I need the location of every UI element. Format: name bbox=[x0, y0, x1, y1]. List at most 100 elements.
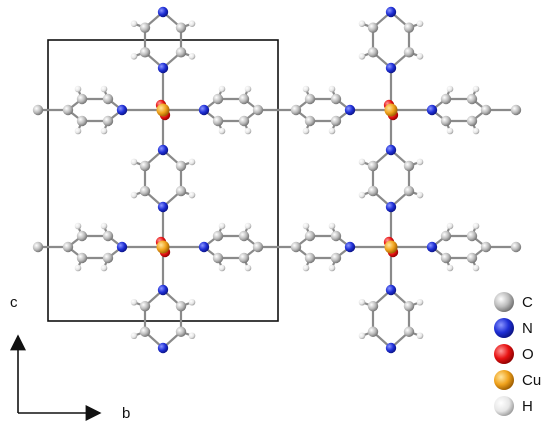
n-atom bbox=[385, 6, 397, 18]
legend-label-h: H bbox=[522, 398, 533, 415]
h-atom bbox=[328, 127, 336, 135]
h-atom bbox=[446, 264, 454, 272]
c-atom bbox=[403, 22, 415, 33]
h-atom bbox=[244, 127, 252, 135]
h-atom bbox=[416, 20, 424, 27]
legend-swatch-c bbox=[494, 292, 514, 312]
h-atom bbox=[74, 264, 82, 272]
c-atom bbox=[290, 241, 302, 253]
c-atom bbox=[175, 326, 187, 337]
h-atom bbox=[302, 85, 310, 93]
c-atom bbox=[440, 115, 452, 127]
c-atom bbox=[76, 230, 88, 242]
c-atom bbox=[139, 185, 151, 197]
h-atom bbox=[328, 85, 336, 93]
legend-label-c: C bbox=[522, 294, 533, 311]
c-atom bbox=[139, 301, 151, 312]
n-atom bbox=[157, 6, 169, 18]
h-atom bbox=[358, 332, 366, 340]
c-atom bbox=[76, 93, 88, 105]
c-atom bbox=[32, 241, 44, 253]
element-legend: C N O Cu H bbox=[494, 292, 541, 416]
n-atom bbox=[385, 201, 397, 213]
c-atom bbox=[403, 326, 415, 337]
h-atom bbox=[358, 158, 366, 166]
c-atom bbox=[252, 104, 264, 116]
c-atom bbox=[139, 22, 151, 33]
b-axis-label: b bbox=[122, 405, 130, 422]
c-atom bbox=[304, 115, 316, 127]
h-atom bbox=[244, 222, 252, 230]
h-atom bbox=[218, 127, 226, 135]
c-atom bbox=[102, 252, 114, 264]
h-atom bbox=[130, 20, 138, 27]
c-atom bbox=[466, 93, 478, 105]
cu-atom bbox=[384, 103, 398, 117]
n-atom bbox=[385, 284, 397, 296]
c-atom bbox=[252, 241, 264, 253]
h-atom bbox=[188, 332, 196, 340]
h-atom bbox=[472, 222, 480, 230]
h-atom bbox=[328, 222, 336, 230]
c-atom bbox=[403, 301, 415, 312]
c-atom bbox=[480, 241, 492, 253]
h-atom bbox=[130, 191, 138, 199]
c-atom bbox=[403, 47, 415, 58]
h-atom bbox=[244, 85, 252, 93]
legend-label-cu: Cu bbox=[522, 372, 541, 389]
c-atom bbox=[330, 252, 342, 264]
n-atom bbox=[198, 104, 210, 116]
c-atom bbox=[290, 104, 302, 116]
h-atom bbox=[358, 20, 366, 27]
h-atom bbox=[188, 53, 196, 60]
c-atom bbox=[403, 185, 415, 197]
h-atom bbox=[416, 332, 424, 340]
h-atom bbox=[302, 264, 310, 272]
h-atom bbox=[74, 127, 82, 135]
h-atom bbox=[472, 127, 480, 135]
h-atom bbox=[358, 191, 366, 199]
c-atom bbox=[212, 230, 224, 242]
h-atom bbox=[100, 264, 108, 272]
c-atom bbox=[440, 230, 452, 242]
c-atom bbox=[367, 185, 379, 197]
c-atom bbox=[212, 93, 224, 105]
h-atom bbox=[130, 158, 138, 166]
h-atom bbox=[74, 85, 82, 93]
c-atom bbox=[32, 104, 44, 116]
c-atom bbox=[330, 93, 342, 105]
h-atom bbox=[100, 85, 108, 93]
c-atom bbox=[175, 160, 187, 172]
c-atom bbox=[102, 93, 114, 105]
n-atom bbox=[157, 342, 169, 354]
c-atom bbox=[304, 93, 316, 105]
h-atom bbox=[74, 222, 82, 230]
c-atom bbox=[238, 115, 250, 127]
c-atom bbox=[139, 160, 151, 172]
unit-cell-outline bbox=[47, 39, 279, 322]
c-atom bbox=[139, 47, 151, 58]
c-atom bbox=[175, 301, 187, 312]
legend-label-n: N bbox=[522, 320, 533, 337]
c-atom bbox=[304, 252, 316, 264]
n-atom bbox=[116, 104, 128, 116]
c-atom bbox=[175, 47, 187, 58]
c-atom bbox=[367, 301, 379, 312]
c-atom bbox=[238, 252, 250, 264]
n-atom bbox=[385, 62, 397, 74]
cu-atom bbox=[156, 103, 170, 117]
c-atom bbox=[480, 104, 492, 116]
c-atom bbox=[403, 160, 415, 172]
c-atom bbox=[238, 93, 250, 105]
n-atom bbox=[198, 241, 210, 253]
legend-swatch-h bbox=[494, 396, 514, 416]
c-atom bbox=[510, 104, 522, 116]
h-atom bbox=[130, 53, 138, 60]
n-atom bbox=[385, 342, 397, 354]
c-atom bbox=[466, 115, 478, 127]
cu-atom bbox=[156, 240, 170, 254]
h-atom bbox=[358, 53, 366, 60]
c-atom bbox=[76, 252, 88, 264]
c-atom bbox=[175, 185, 187, 197]
